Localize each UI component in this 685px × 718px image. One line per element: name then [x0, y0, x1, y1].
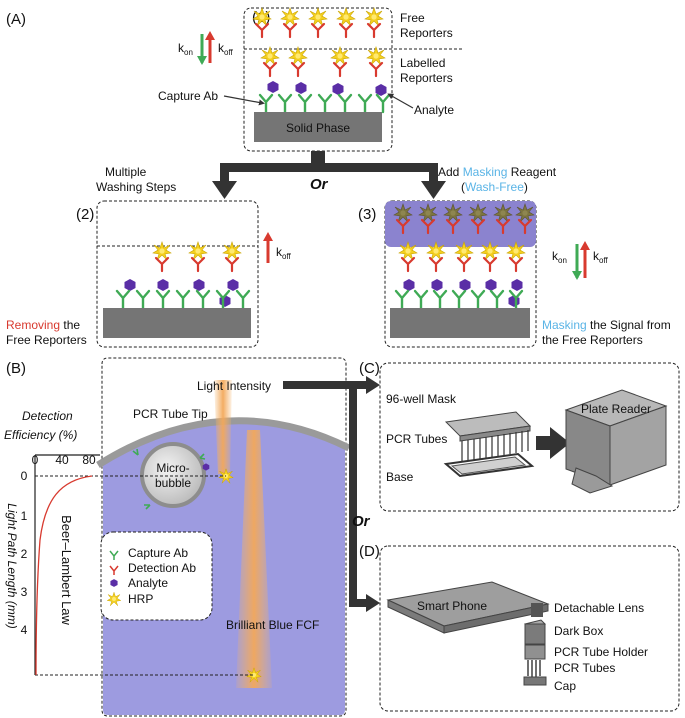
capture-antibodies-1	[258, 93, 391, 114]
removing-label-1: Removing the	[6, 318, 80, 332]
y-tick-0: 0	[21, 469, 28, 483]
free-reporters	[253, 8, 383, 37]
detection-efficiency-label-1: Detection	[22, 409, 73, 423]
bound-complexes	[261, 47, 387, 96]
panel-b-tag: (B)	[6, 360, 26, 377]
light-intensity-label: Light Intensity	[197, 379, 271, 393]
detection-efficiency-label-2: Efficiency (%)	[4, 428, 77, 442]
koff-label-3: koff	[593, 249, 609, 265]
kon-label-3: kon	[552, 249, 567, 265]
phone-attachment	[523, 603, 547, 686]
removing-label-2: Free Reporters	[6, 333, 87, 347]
free-reporters-label-1: Free	[400, 11, 425, 25]
beam-lower	[236, 430, 272, 688]
step2-number: (2)	[76, 206, 94, 223]
beer-lambert-label: Beer–Lambert Law	[59, 515, 74, 625]
pcr-assembly	[443, 411, 535, 478]
masking-label-1: Masking the Signal from	[542, 318, 671, 332]
svg-text:Analyte: Analyte	[128, 576, 168, 590]
x-tick-40: 40	[55, 453, 69, 467]
panel-d: (D) Smart Phone Detachable Lens Dark Box…	[359, 543, 680, 712]
wash-free-label: (Wash-Free)	[461, 180, 528, 194]
panel-b-box	[101, 357, 347, 717]
svg-text:HRP: HRP	[128, 592, 153, 606]
legend-item-hrp: HRP	[106, 591, 153, 607]
mask-96-label: 96-well Mask	[386, 392, 457, 406]
solid-phase-label: Solid Phase	[286, 121, 350, 135]
connector-arrows	[283, 376, 380, 612]
solid-phase-3	[390, 308, 530, 338]
cap-label: Cap	[554, 679, 576, 693]
or-label-b: Or	[352, 513, 371, 530]
analyte-label: Analyte	[414, 103, 454, 117]
kinetics-2: koff	[263, 232, 292, 263]
legend-item-analyte: Analyte	[110, 576, 168, 590]
y-tick-4: 4	[21, 623, 28, 637]
pcr-tube-holder-label: PCR Tube Holder	[554, 645, 648, 659]
legend-item-capture-ab: Capture Ab	[109, 546, 188, 560]
panel-a-tag: (A)	[6, 11, 26, 28]
panel-c-box	[379, 362, 680, 512]
or-label-a: Or	[310, 176, 329, 193]
beam-upper	[214, 380, 232, 474]
beer-lambert-axes: 0 40 80 0 1 2 3 4 Light Path Length (mm)…	[5, 453, 100, 676]
svg-text:Detection Ab: Detection Ab	[128, 561, 196, 575]
pcr-tubes-label-d: PCR Tubes	[554, 661, 615, 675]
dark-box-label: Dark Box	[554, 624, 603, 638]
koff-label-1: koff	[218, 41, 234, 57]
capture-antibodies-3	[394, 289, 524, 310]
analyte-pointer	[387, 93, 414, 109]
microbubble-label-1: Micro-	[156, 461, 189, 475]
light-path-length-label: Light Path Length (mm)	[5, 503, 19, 628]
solid-phase-2	[103, 308, 251, 338]
legend-item-detection-ab: Detection Ab	[109, 561, 196, 575]
capture-ab-label: Capture Ab	[158, 89, 218, 103]
step3-number: (3)	[358, 206, 376, 223]
plate-reader-label: Plate Reader	[581, 402, 651, 416]
panel-c-tag: (C)	[359, 360, 380, 377]
base-label: Base	[386, 470, 414, 484]
bubble-antibodies	[132, 448, 206, 510]
kinetics-3: kon koff	[552, 241, 609, 280]
microbubble-label-2: bubble	[155, 476, 191, 490]
masking-reagent-label: Add Masking Reagent	[438, 165, 557, 179]
plate-reader: Plate Reader	[564, 389, 668, 494]
y-tick-1: 1	[21, 509, 28, 523]
kinetics-1: kon koff	[178, 31, 234, 65]
solid-phase	[254, 112, 382, 142]
legend-box	[100, 531, 213, 621]
panel-a: (A) (1) Free Reporters Labelled Reporter…	[6, 7, 671, 348]
beer-lambert-curve	[35, 475, 93, 676]
washing-label-2: Washing Steps	[96, 180, 176, 194]
smart-phone: Smart Phone	[386, 581, 550, 634]
svg-text:Capture Ab: Capture Ab	[128, 546, 188, 560]
pcr-tube-tip-label: PCR Tube Tip	[133, 407, 208, 421]
labelled-reporters-label-1: Labelled	[400, 56, 445, 70]
pcr-tubes-label-c: PCR Tubes	[386, 432, 447, 446]
y-tick-3: 3	[21, 585, 28, 599]
panel-d-tag: (D)	[359, 543, 380, 560]
microbubble	[140, 442, 206, 508]
brilliant-blue-label: Brilliant Blue FCF	[226, 618, 319, 632]
capture-ab-pointer	[223, 95, 265, 106]
kon-label-1: kon	[178, 41, 193, 57]
smart-phone-label: Smart Phone	[417, 599, 487, 613]
labelled-reporters-label-2: Reporters	[400, 71, 453, 85]
panel-d-box	[379, 545, 680, 712]
panel-c: (C) 96-well Mask PCR Tubes Base Plate Re…	[359, 360, 680, 512]
y-tick-2: 2	[21, 547, 28, 561]
split-arrow	[212, 151, 446, 199]
step3-complexes	[399, 242, 525, 307]
panel-b: (B) PCR Tube Tip Light Intensity Micro- …	[4, 357, 380, 717]
free-reporters-label-2: Reporters	[400, 26, 453, 40]
to-reader-arrow	[536, 427, 570, 459]
masking-label-2: the Free Reporters	[542, 333, 643, 347]
koff-label-2: koff	[276, 245, 292, 261]
detachable-lens-label: Detachable Lens	[554, 601, 644, 615]
washing-label-1: Multiple	[105, 165, 147, 179]
x-tick-80: 80	[82, 453, 96, 467]
x-tick-0: 0	[32, 453, 39, 467]
